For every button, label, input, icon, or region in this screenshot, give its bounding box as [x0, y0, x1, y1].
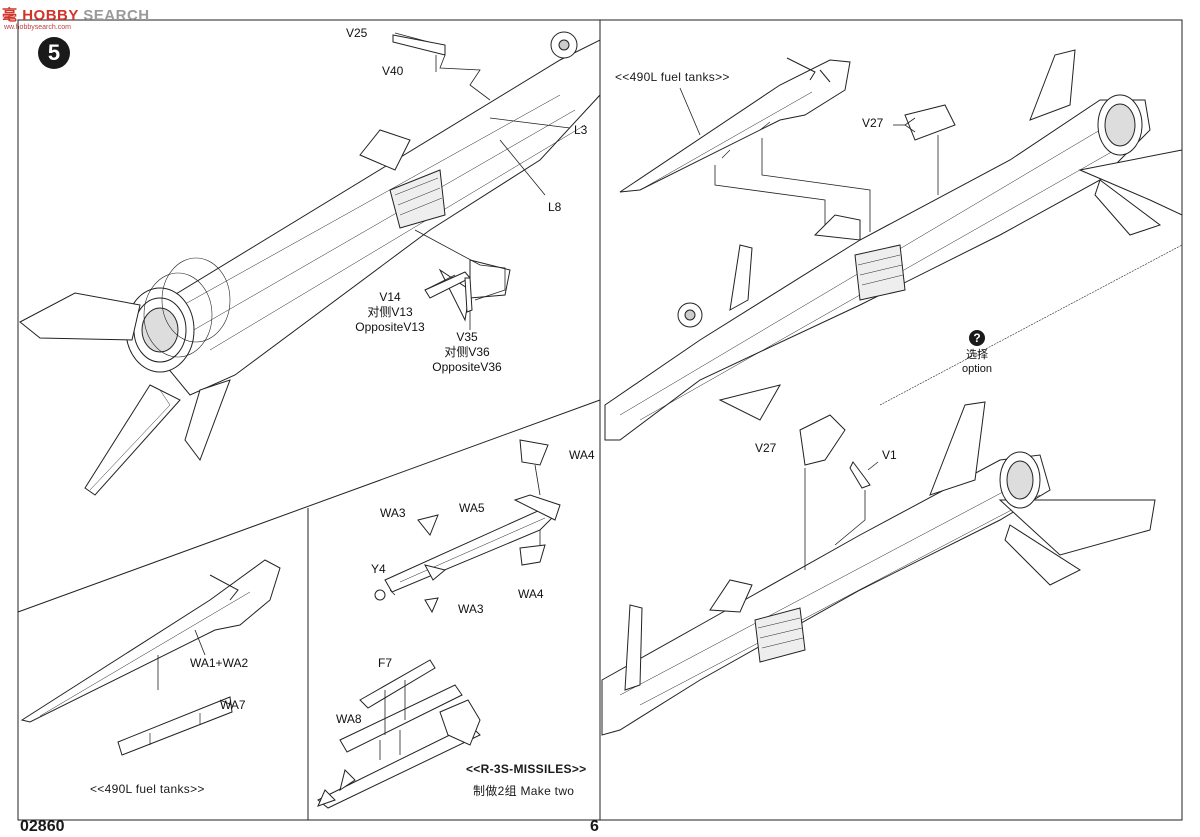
- aircraft-top-right: [604, 49, 1183, 441]
- label-y4: Y4: [371, 562, 386, 576]
- step-number: 5: [38, 37, 70, 69]
- label-v27-bottom: V27: [755, 441, 777, 455]
- part-v25: [392, 34, 446, 56]
- label-wa3-bottom: WA3: [458, 602, 484, 616]
- label-wa8: WA8: [336, 712, 362, 726]
- label-v14: V14: [379, 290, 401, 304]
- fuel-tank-lower-left: [20, 559, 281, 756]
- label-v35: V35: [456, 330, 478, 344]
- watermark-logo-cn: 毫: [2, 7, 18, 24]
- fuel-tank-top-right: [619, 57, 851, 193]
- label-wa7: WA7: [220, 698, 246, 712]
- label-wa5: WA5: [459, 501, 485, 515]
- diagonal-divider: [17, 399, 601, 613]
- label-v1: V1: [882, 448, 897, 462]
- aircraft-bottom-right: [601, 401, 1156, 736]
- caption-fuel-tanks-top: <<490L fuel tanks>>: [615, 70, 730, 84]
- label-l8: L8: [548, 200, 562, 214]
- label-wa4-top: WA4: [569, 448, 595, 462]
- label-f7: F7: [378, 656, 393, 670]
- watermark-url: ww.hobbysearch.com: [4, 24, 71, 31]
- label-v35-cn: 对侧V36: [444, 345, 490, 359]
- label-wa4-bottom: WA4: [518, 587, 544, 601]
- label-wa3-top: WA3: [380, 506, 406, 520]
- label-option-en: option: [962, 363, 992, 375]
- label-option-cn: 选择: [966, 349, 988, 361]
- label-v27-top: V27: [862, 116, 884, 130]
- label-v35-en: OppositeV36: [432, 360, 502, 374]
- part-v35: [464, 277, 473, 313]
- caption-fuel-tanks-bottom: <<490L fuel tanks>>: [90, 782, 205, 796]
- question-icon: ?: [969, 330, 985, 346]
- part-v27-top: [904, 104, 956, 141]
- page-number: 6: [590, 818, 599, 835]
- product-code: 02860: [20, 818, 65, 835]
- caption-missiles: <<R-3S-MISSILES>>: [466, 762, 587, 776]
- part-v27-bottom: [799, 414, 846, 466]
- missile-lower: [317, 659, 481, 809]
- watermark-logo-mid: HOBBY: [22, 7, 79, 24]
- missile-upper: [374, 439, 561, 614]
- label-v14-cn: 对侧V13: [367, 305, 413, 319]
- label-v40: V40: [382, 64, 404, 78]
- label-wa1-wa2: WA1+WA2: [190, 656, 249, 670]
- caption-make-two: 制做2组 Make two: [473, 784, 575, 798]
- aircraft-left: [19, 31, 601, 496]
- hobbysearch-watermark: 毫 HOBBY SEARCH: [2, 4, 150, 25]
- label-v14-en: OppositeV13: [355, 320, 425, 334]
- label-l3: L3: [574, 123, 588, 137]
- label-v25: V25: [346, 26, 368, 40]
- watermark-logo-rest: SEARCH: [83, 7, 150, 24]
- part-v1: [849, 461, 871, 489]
